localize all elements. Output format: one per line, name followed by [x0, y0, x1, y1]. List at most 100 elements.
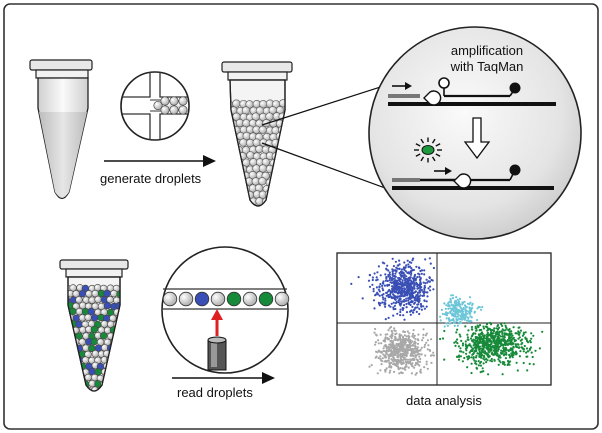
droplet: [90, 337, 99, 346]
scatter-point: [480, 360, 483, 363]
scatter-point: [426, 295, 429, 298]
scatter-point: [409, 273, 413, 276]
scatter-point: [420, 308, 423, 311]
scatter-point: [411, 287, 414, 290]
droplet: [116, 290, 120, 298]
scatter-point: [398, 259, 401, 262]
scatter-point: [398, 349, 401, 352]
scatter-point: [500, 349, 503, 352]
scatter-point: [445, 317, 448, 320]
scatter-point: [401, 300, 404, 303]
scatter-point: [417, 301, 420, 304]
scatter-point: [384, 333, 387, 336]
scatter-point: [407, 263, 410, 266]
scatter-point: [418, 312, 421, 316]
scatter-point: [405, 275, 408, 278]
scatter-point: [391, 270, 394, 273]
scatter-point: [399, 310, 402, 314]
scatter-point: [398, 353, 401, 356]
scatter-point: [406, 343, 409, 347]
scatter-point: [377, 288, 380, 291]
droplet: [162, 291, 178, 307]
scatter-point: [401, 307, 404, 310]
scatter-point: [378, 302, 381, 305]
scatter-point: [469, 337, 473, 340]
quencher-dot-lower: [509, 164, 521, 176]
reaction-arrow: [463, 117, 491, 160]
scatter-point: [375, 355, 378, 358]
scatter-point: [457, 310, 460, 313]
scatter-point: [402, 341, 405, 344]
scatter-point: [391, 268, 394, 271]
scatter-point: [518, 331, 521, 334]
scatter-point: [486, 354, 489, 357]
droplet: [75, 307, 84, 316]
scatter-point: [417, 352, 420, 355]
scatter-point: [403, 284, 406, 287]
scatter-point: [423, 366, 426, 369]
scatter-point: [501, 373, 504, 376]
scatter-point: [378, 285, 381, 289]
scatter-point: [389, 305, 392, 308]
scatter-point: [497, 348, 500, 351]
scatter-point: [456, 355, 459, 358]
scatter-point: [526, 369, 529, 372]
scatter-point: [389, 293, 392, 296]
scatter-point: [528, 348, 532, 351]
scatter-point: [505, 347, 508, 350]
scatter-point: [403, 330, 406, 334]
scatter-point: [478, 350, 481, 353]
scatter-point: [386, 264, 389, 267]
scatter-point: [505, 343, 508, 346]
scatter-point: [385, 291, 388, 294]
droplet: [232, 99, 241, 108]
scatter-point: [415, 265, 418, 268]
scatter-point: [487, 373, 490, 376]
scatter-point: [482, 327, 486, 330]
scatter-point: [418, 290, 421, 293]
scatter-point: [443, 358, 446, 361]
scatter-point: [404, 342, 407, 345]
scatter-point: [466, 355, 469, 358]
scatter-point: [468, 296, 472, 299]
scatter-point: [514, 350, 517, 353]
scatter-point: [392, 301, 395, 304]
scatter-point: [510, 341, 513, 344]
scatter-point: [478, 341, 481, 344]
scatter-point: [394, 269, 397, 272]
scatter-point: [379, 357, 382, 360]
scatter-point: [404, 270, 408, 273]
scatter-point: [387, 290, 390, 293]
droplet: [110, 289, 118, 298]
scatter-point: [502, 347, 505, 350]
scatter-point: [394, 302, 397, 305]
scatter-point: [377, 342, 380, 345]
scatter-point: [521, 334, 525, 337]
scatter-point: [451, 318, 454, 322]
scatter-point: [392, 356, 395, 360]
scatter-point: [407, 299, 410, 302]
scatter-point: [412, 311, 415, 314]
scatter-point: [384, 370, 387, 373]
scatter-point: [411, 348, 414, 351]
scatter-point: [468, 312, 471, 315]
scatter-point: [394, 260, 397, 263]
scatter-point: [400, 295, 403, 298]
scatter-point: [525, 351, 528, 354]
scatter-point: [473, 346, 476, 349]
scatter-point: [350, 282, 353, 285]
scatter-point: [388, 271, 391, 274]
scatter-point: [392, 344, 395, 347]
scatter-point: [409, 341, 412, 344]
reporter-dye-released: [421, 145, 435, 155]
scatter-point: [477, 326, 480, 329]
scatter-point: [432, 354, 435, 357]
scatter-point: [455, 315, 458, 318]
scatter-point: [491, 329, 494, 332]
scatter-point: [379, 369, 382, 372]
scatter-point: [423, 307, 426, 310]
scatter-point: [480, 351, 483, 354]
scatter-point: [401, 308, 404, 311]
scatter-point: [382, 339, 385, 342]
scatter-point: [400, 286, 403, 289]
